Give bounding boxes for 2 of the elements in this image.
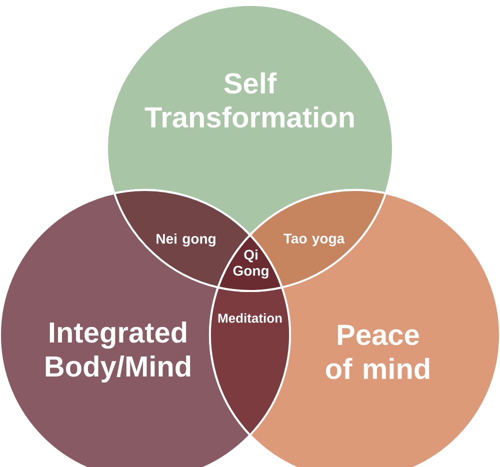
overlap-region: Qi Gong [217,234,283,292]
overlap-region: Meditation [209,286,291,436]
